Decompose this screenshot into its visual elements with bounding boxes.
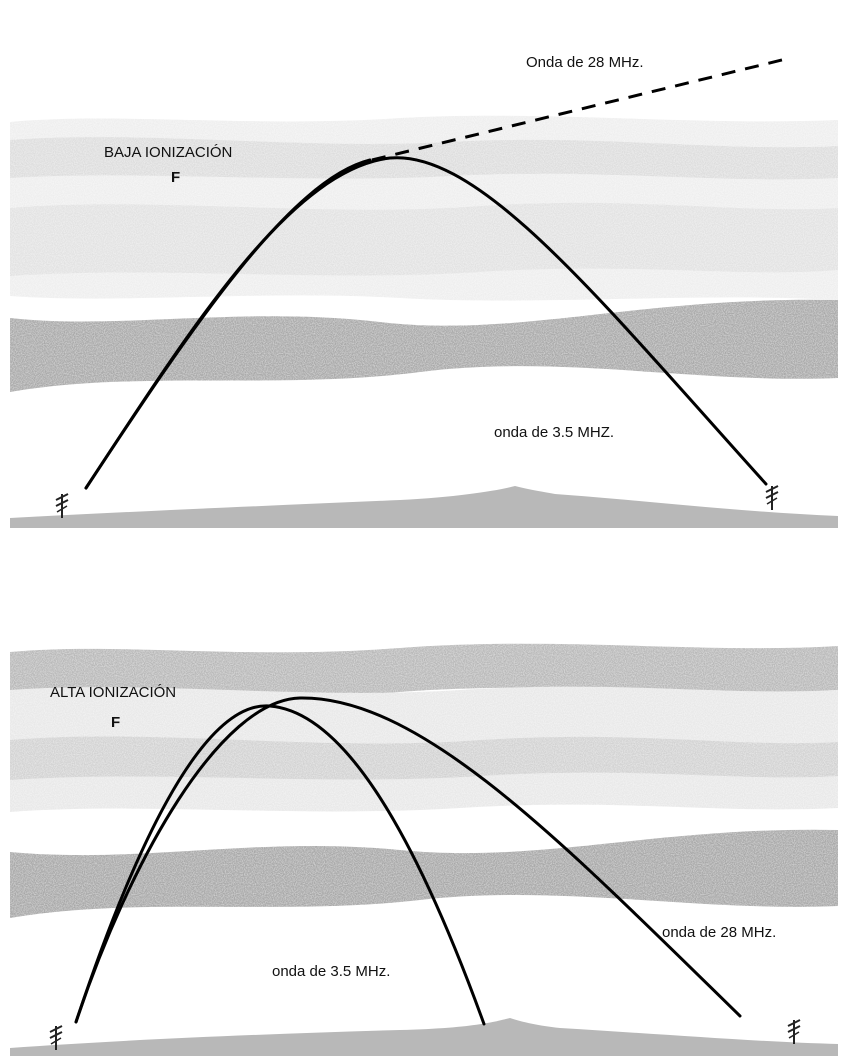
ground [10, 486, 838, 528]
wave-28-label: onda de 28 MHz. [662, 924, 776, 941]
layer-label: F [171, 169, 180, 186]
wave-3-5-label: onda de 3.5 MHZ. [494, 424, 614, 441]
ionization-label: BAJA IONIZACIÓN [104, 144, 232, 161]
panel-high-ionization: ALTA IONIZACIÓN F onda de 28 MHz. onda d… [10, 643, 838, 1056]
layer-mid-band [10, 736, 838, 780]
wave-3-5-label: onda de 3.5 MHz. [272, 963, 390, 980]
antenna-icon [765, 485, 779, 510]
ionization-label: ALTA IONIZACIÓN [50, 684, 176, 701]
layer-label: F [111, 714, 120, 731]
antenna-icon [49, 1025, 63, 1050]
ionosphere-layers [10, 115, 838, 392]
antenna-icon [55, 493, 69, 518]
wave-28-mhz-path [84, 158, 372, 490]
wave-28-mhz-path [74, 696, 742, 1024]
ground [10, 1018, 838, 1056]
wave-28-label: Onda de 28 MHz. [526, 54, 644, 71]
layer-mid-band-2 [10, 202, 838, 276]
panel-low-ionization: Onda de 28 MHz. BAJA IONIZACIÓN F onda d… [10, 54, 838, 528]
layer-mid-band [10, 137, 838, 180]
layer-dark-band [10, 829, 838, 918]
layer-dark-top [10, 643, 838, 697]
ionosphere-layers [10, 643, 838, 918]
layer-dark-band [10, 299, 838, 392]
antenna-icon [787, 1019, 801, 1044]
